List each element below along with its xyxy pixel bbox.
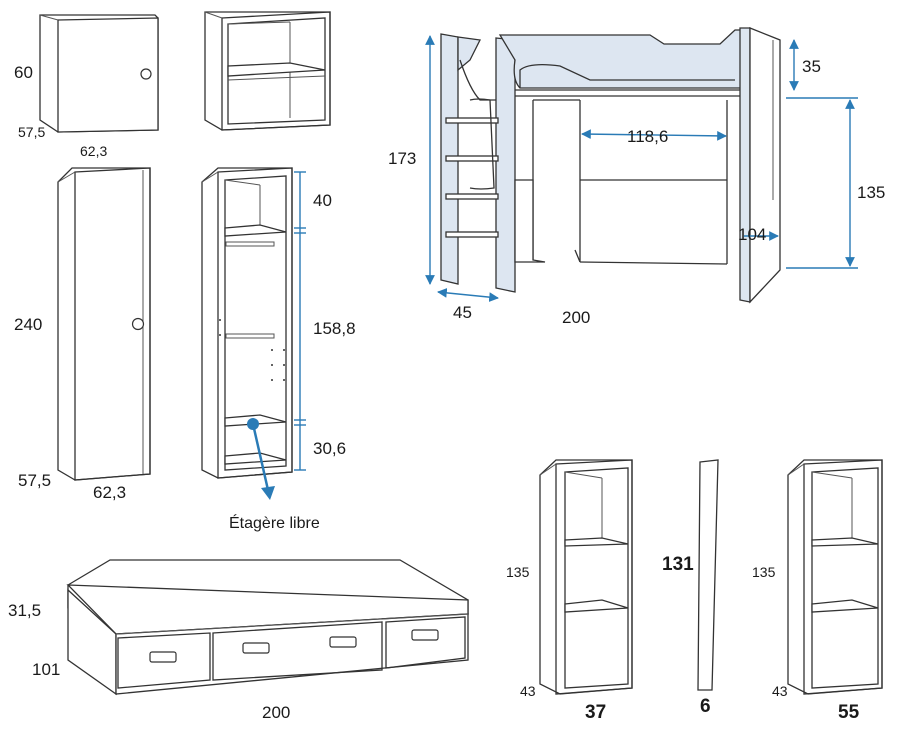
drawer-handle-icon bbox=[149, 651, 177, 663]
bookcase-left bbox=[539, 459, 633, 695]
interior-middle-dimension: 158,8 bbox=[313, 319, 356, 338]
side-panel-height: 131 bbox=[662, 554, 694, 575]
wardrobe-height: 240 bbox=[14, 315, 42, 334]
loft-length: 200 bbox=[562, 308, 590, 327]
trundle-width: 101 bbox=[32, 660, 60, 679]
trundle-bed bbox=[66, 559, 469, 696]
wardrobe-interior bbox=[201, 167, 293, 479]
knob-icon bbox=[140, 68, 152, 80]
bookcase-left-width: 37 bbox=[585, 702, 606, 723]
loft-bed-dimension-lines bbox=[425, 35, 858, 302]
loft-bed bbox=[440, 27, 781, 304]
side-panel bbox=[697, 459, 719, 691]
interior-top-dimension: 40 bbox=[313, 191, 332, 210]
wardrobe-depth: 57,5 bbox=[18, 471, 51, 490]
loft-inner-height: 104 bbox=[738, 225, 766, 244]
small-cabinet-height: 60 bbox=[14, 63, 33, 82]
loft-inner-width: 118,6 bbox=[627, 127, 668, 146]
loft-ladder-depth: 45 bbox=[453, 303, 472, 322]
loft-top-gap: 35 bbox=[802, 57, 821, 76]
ladder-rung bbox=[445, 193, 499, 200]
interior-bottom-dimension: 30,6 bbox=[313, 439, 346, 458]
trundle-length: 200 bbox=[262, 703, 290, 722]
tall-wardrobe bbox=[57, 167, 151, 481]
ladder-rung bbox=[445, 155, 499, 162]
small-cabinet bbox=[39, 14, 159, 133]
loft-under-height: 135 bbox=[857, 183, 885, 202]
hanging-rail bbox=[225, 241, 275, 247]
wardrobe-width: 62,3 bbox=[93, 483, 126, 502]
bookcase-right-depth: 43 bbox=[772, 683, 788, 699]
bookcase-right-width: 55 bbox=[838, 702, 860, 723]
bookcase-left-depth: 43 bbox=[520, 683, 536, 699]
open-shelf-cube bbox=[204, 11, 331, 131]
wardrobe-interior-dimension-lines bbox=[294, 171, 306, 471]
ladder-rung bbox=[445, 231, 499, 238]
bookcase-left-height: 135 bbox=[506, 564, 530, 580]
small-cabinet-depth: 57,5 bbox=[18, 124, 45, 140]
bookcase-right bbox=[787, 459, 883, 695]
ladder-rung bbox=[445, 117, 499, 124]
drawer-handle-icon bbox=[329, 636, 357, 648]
bookcase-right-height: 135 bbox=[752, 564, 776, 580]
trundle-height: 31,5 bbox=[8, 601, 41, 620]
drawer-handle-icon bbox=[411, 629, 439, 641]
hanging-rail bbox=[225, 333, 275, 339]
free-shelf-note: Étagère libre bbox=[229, 513, 320, 532]
knob-icon bbox=[131, 317, 145, 331]
loft-total-height: 173 bbox=[388, 149, 416, 168]
drawer-handle-icon bbox=[242, 642, 270, 654]
free-shelf-pointer bbox=[247, 418, 275, 500]
side-panel-width: 6 bbox=[700, 696, 711, 717]
small-cabinet-width: 62,3 bbox=[80, 143, 107, 159]
